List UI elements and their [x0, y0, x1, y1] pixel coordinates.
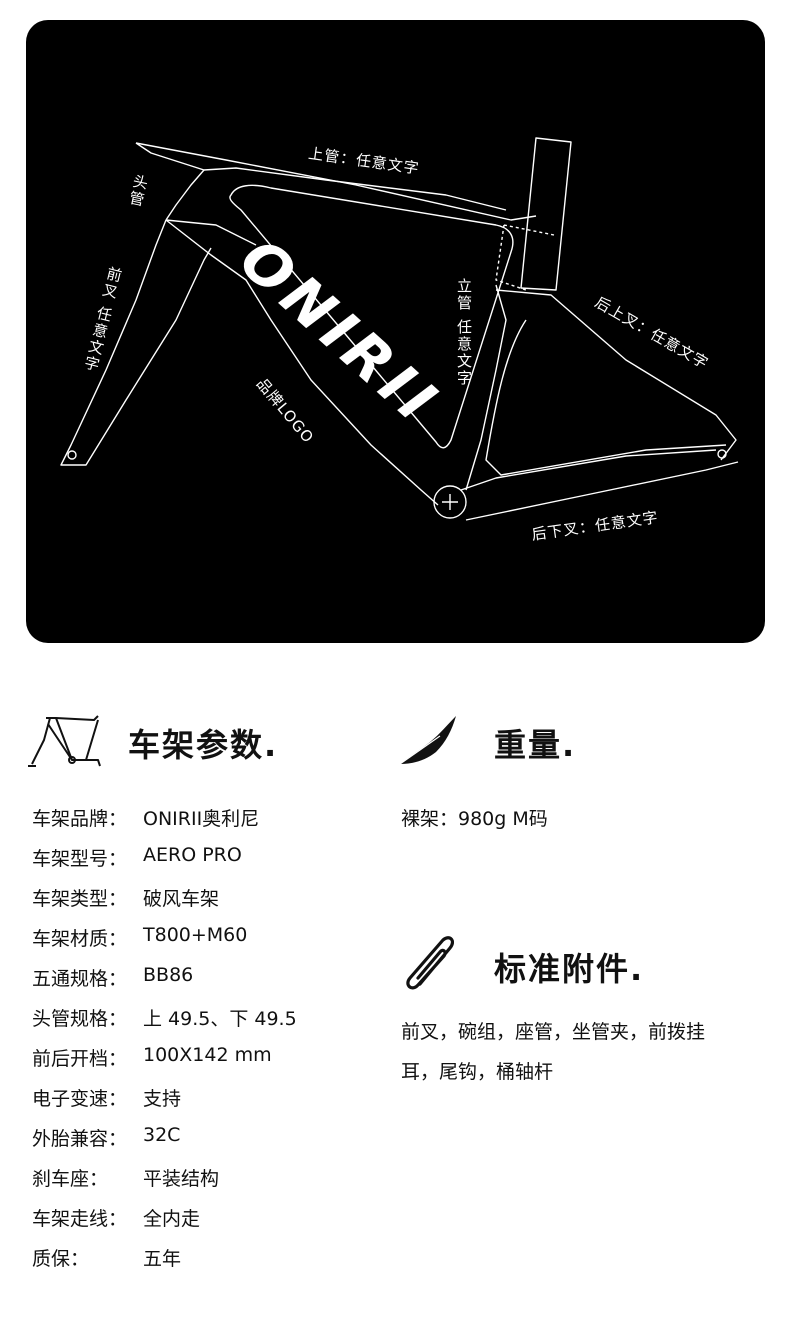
weight-text: 裸架：980g M码 [401, 808, 548, 830]
accessories-line-2: 耳，尾钩，桶轴杆 [401, 1061, 554, 1083]
main-triangle-outline [229, 184, 514, 449]
spec-key: 外胎兼容： [32, 1128, 128, 1150]
feather-icon [396, 712, 460, 772]
spec-key: 刹车座： [32, 1168, 109, 1190]
spec-value: 破风车架 [143, 888, 220, 910]
weight-title: 重量. [494, 726, 577, 764]
seat-tube-label: 立管 任意文字 [455, 278, 473, 387]
spec-key: 车架类型： [32, 888, 128, 910]
spec-value: ONIRII奥利尼 [143, 808, 260, 830]
spec-key: 五通规格： [32, 968, 128, 990]
accessories-line-1: 前叉，碗组，座管，坐管夹，前拨挂 [401, 1021, 706, 1043]
spec-row: 车架类型： 破风车架 [32, 884, 219, 911]
frame-diagram-panel: ONIRII 上管：任意文字 头管 前叉 任意文字 品牌LOGO 立管 任意文字… [26, 20, 765, 643]
spec-key: 车架走线： [32, 1208, 128, 1230]
brand-logo-mark: ONIRII [227, 225, 453, 438]
spec-row: 刹车座： 平装结构 [32, 1164, 219, 1191]
spec-value: 支持 [143, 1088, 182, 1110]
spec-value: 五年 [143, 1248, 182, 1270]
seat-post-outline [520, 137, 572, 291]
down-tube-outline [165, 219, 439, 506]
spec-row: 车架材质： T800+M60 [32, 924, 247, 951]
spec-row: 头管规格： 上 49.5、下 49.5 [32, 1004, 297, 1031]
spec-key: 车架型号： [32, 848, 128, 870]
seat-stay-outline [495, 289, 737, 461]
frame-params-title: 车架参数. [128, 726, 279, 764]
spec-value: T800+M60 [143, 924, 248, 946]
spec-row: 车架型号： AERO PRO [32, 844, 242, 871]
spec-row: 前后开档： 100X142 mm [32, 1044, 272, 1071]
frame-outline-drawing: ONIRII [60, 137, 739, 521]
spec-value: AERO PRO [143, 844, 242, 866]
spec-row: 电子变速： 支持 [32, 1084, 181, 1111]
spec-key: 质保： [32, 1248, 90, 1270]
spec-value: 平装结构 [143, 1168, 220, 1190]
spec-value: BB86 [143, 964, 194, 986]
brand-mark-text: ONIRII [227, 225, 453, 438]
spec-value: 100X142 mm [143, 1044, 272, 1066]
spec-key: 车架品牌： [32, 808, 128, 830]
spec-value: 全内走 [143, 1208, 201, 1230]
spec-row: 车架走线： 全内走 [32, 1204, 200, 1231]
spec-row: 五通规格： BB86 [32, 964, 193, 991]
fork-outline [60, 219, 212, 466]
spec-value: 32C [143, 1124, 181, 1146]
bike-frame-icon [26, 710, 106, 774]
spec-row: 车架品牌： ONIRII奥利尼 [32, 804, 259, 831]
spec-key: 头管规格： [32, 1008, 128, 1030]
chain-stay-outline [465, 461, 739, 521]
accessories-title: 标准附件. [494, 950, 645, 988]
spec-key: 前后开档： [32, 1048, 128, 1070]
spec-row: 外胎兼容： 32C [32, 1124, 180, 1151]
spec-row: 质保： 五年 [32, 1244, 181, 1271]
paperclip-icon [398, 934, 462, 996]
spec-key: 车架材质： [32, 928, 128, 950]
bottom-bracket-outline [433, 485, 467, 519]
spec-value: 上 49.5、下 49.5 [143, 1008, 297, 1030]
top-tube-outline [135, 142, 537, 221]
spec-key: 电子变速： [32, 1088, 128, 1110]
